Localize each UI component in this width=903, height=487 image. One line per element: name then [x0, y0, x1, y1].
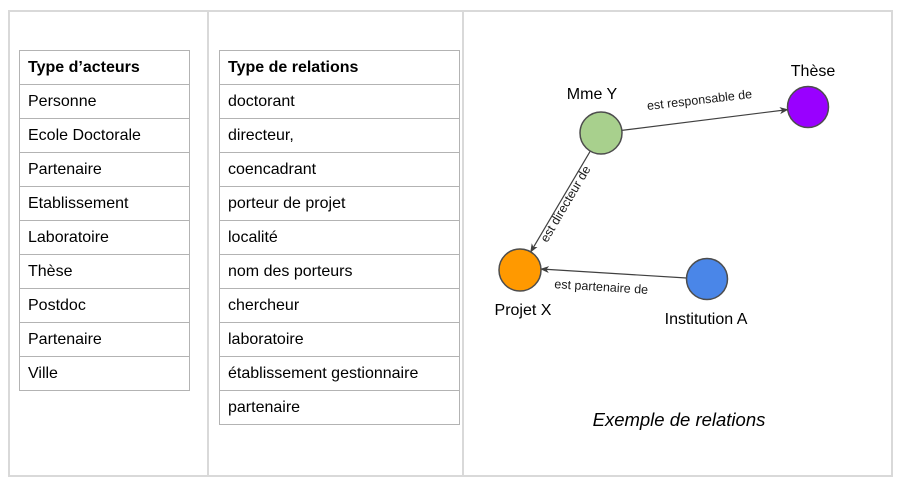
table-row: directeur, — [219, 118, 460, 153]
table-row: coencadrant — [219, 152, 460, 187]
table-row: doctorant — [219, 84, 460, 119]
table-row: Partenaire — [19, 152, 190, 187]
node-projet-x — [498, 248, 542, 292]
actor-cell: Ville — [19, 356, 190, 391]
node-label-these: Thèse — [791, 63, 836, 80]
edge-partenaire — [540, 266, 687, 279]
relation-cell: nom des porteurs — [219, 254, 460, 289]
table-row: nom des porteurs — [219, 254, 460, 289]
relation-cell: partenaire — [219, 390, 460, 425]
table-row: chercheur — [219, 288, 460, 323]
actors-table: Type d’acteurs Personne Ecole Doctorale … — [19, 50, 190, 391]
node-institution-a — [685, 257, 729, 301]
relation-cell: établissement gestionnaire — [219, 356, 460, 391]
relations-table: Type de relations doctorant directeur, c… — [219, 50, 460, 425]
actor-cell: Partenaire — [19, 152, 190, 187]
edge-directeur — [530, 150, 591, 253]
actor-cell: Postdoc — [19, 288, 190, 323]
actor-cell: Laboratoire — [19, 220, 190, 255]
node-these — [786, 85, 830, 129]
relation-cell: laboratoire — [219, 322, 460, 357]
relation-cell: coencadrant — [219, 152, 460, 187]
actor-cell: Thèse — [19, 254, 190, 289]
table-row: Postdoc — [19, 288, 190, 323]
table-row: Ecole Doctorale — [19, 118, 190, 153]
node-label-mme-y: Mme Y — [567, 86, 618, 103]
node-mme-y — [579, 111, 623, 155]
table-row: partenaire — [219, 390, 460, 425]
table-row: porteur de projet — [219, 186, 460, 221]
table-row: Partenaire — [19, 322, 190, 357]
relation-cell: localité — [219, 220, 460, 255]
diagram-caption: Exemple de relations — [593, 409, 766, 430]
table-row: Etablissement — [19, 186, 190, 221]
table-row: Personne — [19, 84, 190, 119]
relation-cell: porteur de projet — [219, 186, 460, 221]
node-label-institution-a: Institution A — [665, 311, 748, 328]
node-label-projet-x: Projet X — [495, 302, 552, 319]
edge-label-responsable: est responsable de — [646, 87, 753, 113]
table-row: Thèse — [19, 254, 190, 289]
relation-cell: directeur, — [219, 118, 460, 153]
relation-cell: doctorant — [219, 84, 460, 119]
table-row: laboratoire — [219, 322, 460, 357]
edge-label-directeur: est directeur de — [538, 163, 594, 244]
actor-cell: Personne — [19, 84, 190, 119]
table-row: Ville — [19, 356, 190, 391]
edge-label-partenaire: est partenaire de — [554, 277, 649, 297]
table-header-row: Type de relations — [219, 50, 460, 85]
table-row: établissement gestionnaire — [219, 356, 460, 391]
table-row: Laboratoire — [19, 220, 190, 255]
actor-cell: Etablissement — [19, 186, 190, 221]
relation-cell: chercheur — [219, 288, 460, 323]
actors-table-header: Type d’acteurs — [19, 50, 190, 85]
table-row: localité — [219, 220, 460, 255]
actor-cell: Partenaire — [19, 322, 190, 357]
relations-diagram: est responsable de est directeur de est … — [495, 63, 836, 430]
edge-responsable — [621, 107, 789, 131]
table-header-row: Type d’acteurs — [19, 50, 190, 85]
relations-table-header: Type de relations — [219, 50, 460, 85]
actor-cell: Ecole Doctorale — [19, 118, 190, 153]
